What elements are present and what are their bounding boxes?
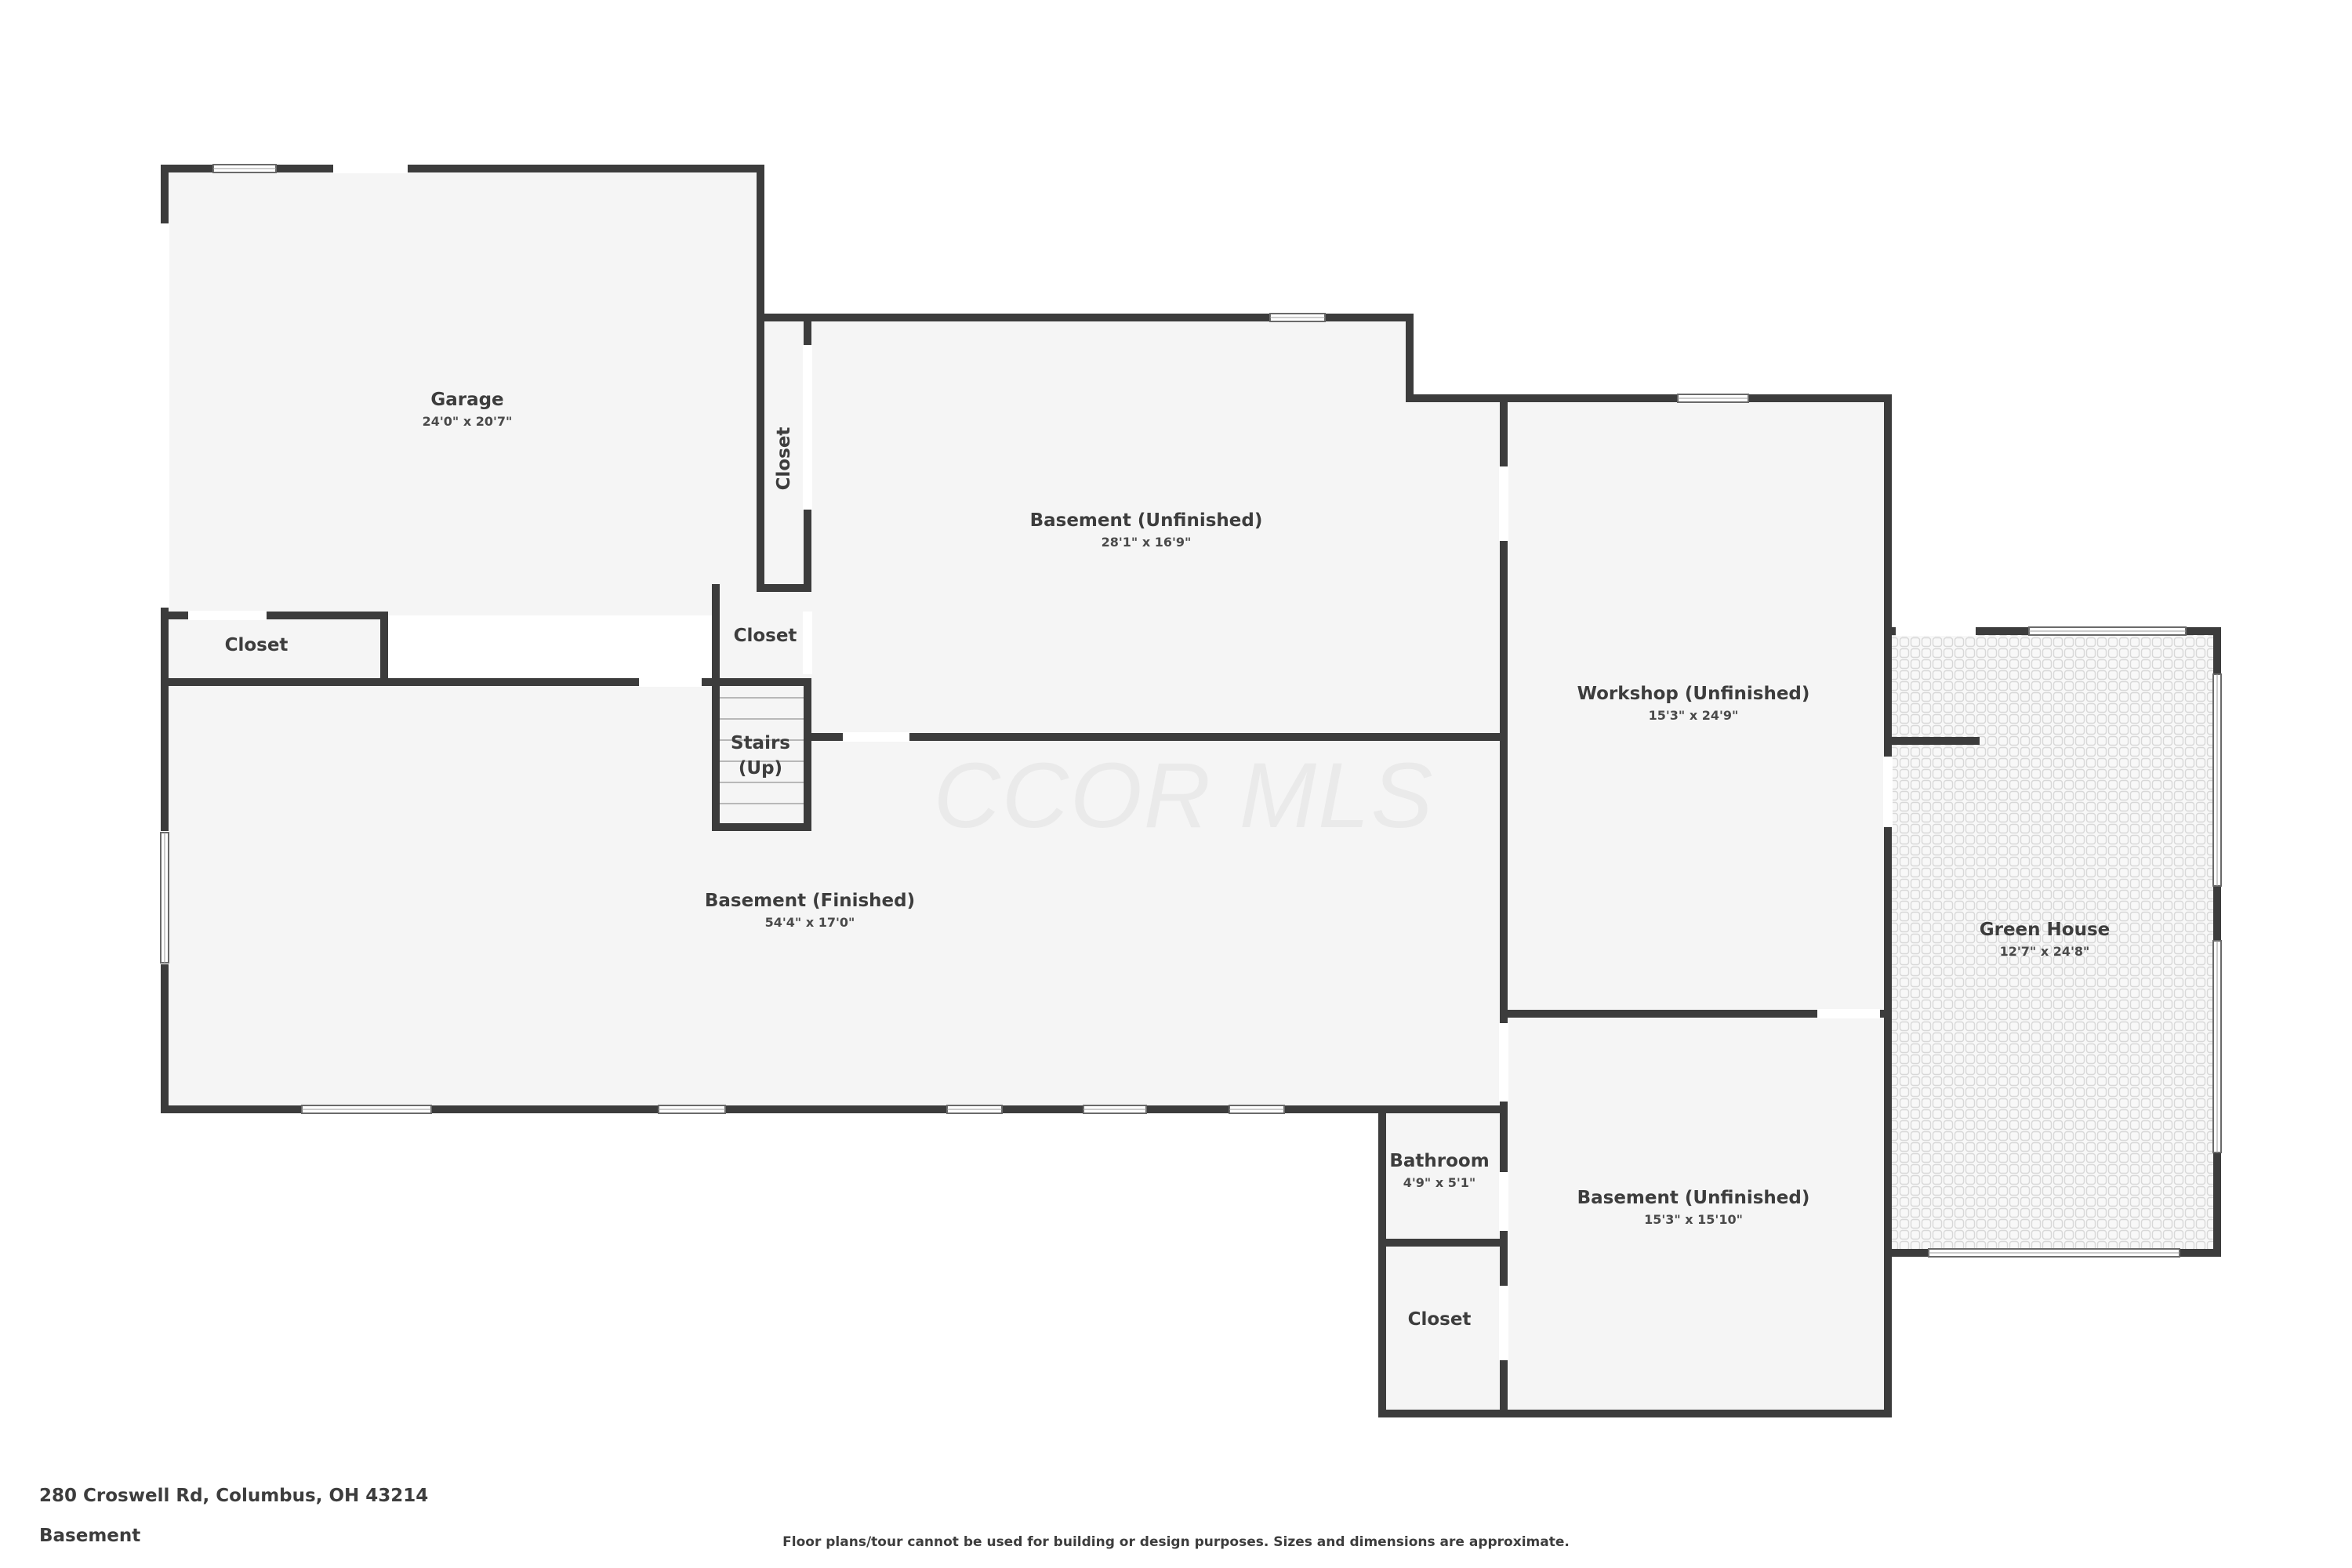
floor-level-label: Basement (39, 1526, 141, 1546)
small-closet-floor (716, 588, 808, 682)
stairs-label-line2: (Up) (739, 758, 782, 779)
garage-floor (165, 169, 760, 615)
garage-label: Garage (430, 390, 503, 410)
door-openings (160, 164, 1976, 1360)
room-labels: Garage 24'0" x 20'7" Closet Closet Close… (225, 390, 2111, 1330)
property-address: 280 Croswell Rd, Columbus, OH 43214 (39, 1486, 429, 1506)
bottom-closet-floor (1382, 1243, 1504, 1414)
basement-unfinished-top-label: Basement (Unfinished) (1030, 510, 1263, 531)
stairs-floor (716, 682, 808, 827)
basement-unfinished-bottom-label: Basement (Unfinished) (1577, 1188, 1810, 1208)
green-house-dimensions: 12'7" x 24'8" (2000, 944, 2090, 959)
bottom-closet-label: Closet (1408, 1309, 1472, 1330)
workshop-floor (1504, 398, 1888, 1014)
basement-unfinished-bottom-floor (1504, 1014, 1888, 1414)
workshop-label: Workshop (Unfinished) (1577, 684, 1810, 704)
bathroom-floor (1382, 1109, 1504, 1243)
vertical-closet-floor (760, 321, 808, 588)
watermark-text: CCOR MLS (934, 744, 1435, 848)
small-closet-label: Closet (734, 626, 797, 646)
stairs-label-line1: Stairs (731, 733, 790, 753)
window-glass-lines (164, 168, 2218, 1254)
basement-finished-dimensions: 54'4" x 17'0" (765, 915, 855, 930)
room-floors (165, 169, 1888, 1414)
garage-closet-floor (165, 615, 384, 682)
vertical-closet-label: Closet (774, 427, 794, 491)
basement-unfinished-top-dimensions: 28'1" x 16'9" (1102, 535, 1192, 550)
basement-unfinished-bottom-dimensions: 15'3" x 15'10" (1644, 1212, 1743, 1227)
basement-finished-floor (165, 682, 1504, 1109)
green-house-tile-floor (1888, 631, 2217, 1253)
stair-treads (720, 697, 804, 804)
basement-finished-label: Basement (Finished) (705, 891, 915, 911)
basement-unfinished-top-floor (808, 318, 1504, 737)
bathroom-dimensions: 4'9" x 5'1" (1403, 1175, 1475, 1190)
bathroom-label: Bathroom (1389, 1151, 1489, 1171)
garage-closet-label: Closet (225, 635, 289, 655)
disclaimer-text: Floor plans/tour cannot be used for buil… (782, 1534, 1570, 1550)
green-house-label: Green House (1980, 920, 2111, 940)
workshop-dimensions: 15'3" x 24'9" (1649, 708, 1739, 723)
garage-dimensions: 24'0" x 20'7" (423, 414, 513, 429)
